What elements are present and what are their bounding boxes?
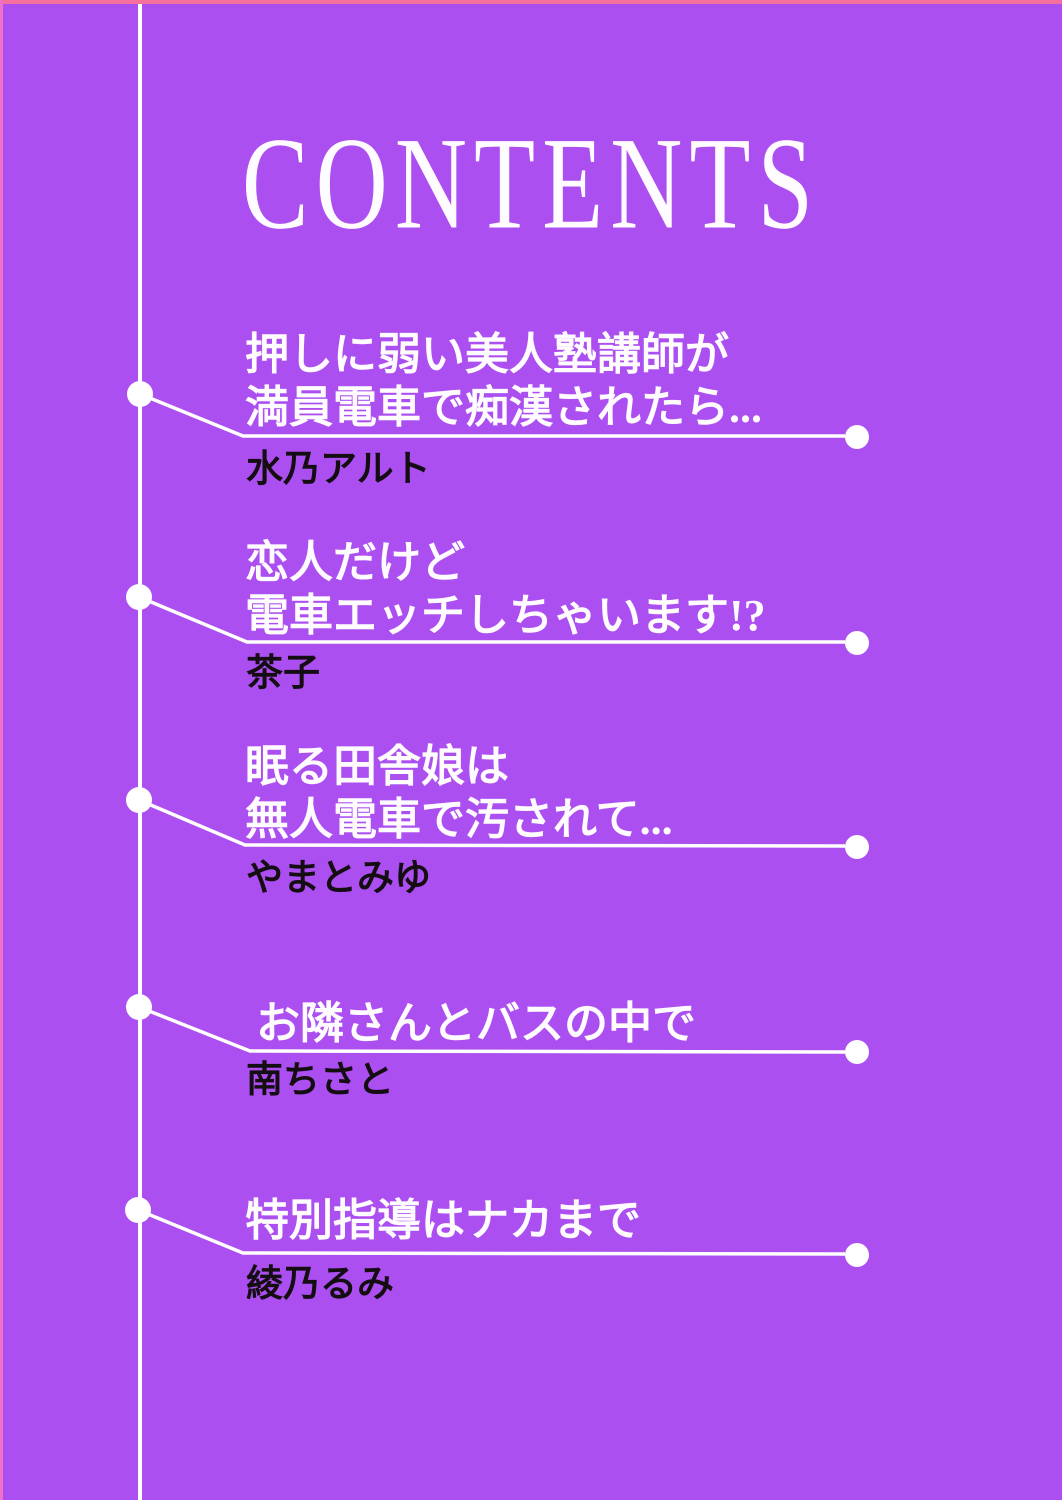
entry-3-connector-line xyxy=(138,798,846,848)
entry-3-title-line-1: 眠る田舎娘は xyxy=(245,742,509,791)
entry-4-connector-line xyxy=(138,1005,846,1054)
entry-5-left-dot xyxy=(125,1197,151,1223)
entry-4-left-dot xyxy=(126,994,152,1020)
entry-2-author: 茶子 xyxy=(246,653,320,694)
entry-4-author: 南ちさと xyxy=(246,1060,394,1101)
entry-1-title-line-2: 満員電車で痴漢されたら... xyxy=(245,383,762,432)
entry-2-connector-line xyxy=(138,595,845,644)
entry-5-right-dot xyxy=(845,1243,869,1267)
entry-1-title-line-1: 押しに弱い美人塾講師が xyxy=(245,330,729,379)
entry-1-left-dot xyxy=(127,381,153,407)
entry-3-title-line-2: 無人電車で汚されて... xyxy=(245,795,673,844)
entry-3-title: 眠る田舎娘は 無人電車で汚されて... xyxy=(245,740,673,846)
entry-1-connector-line xyxy=(139,392,845,438)
page-border-top xyxy=(0,0,1062,4)
page-border-left xyxy=(0,0,3,1500)
entry-3-left-dot xyxy=(126,787,152,813)
page-title: CONTENTS xyxy=(241,110,821,257)
entry-5-title-line-1: 特別指導はナカまで xyxy=(245,1196,641,1245)
entry-2-title: 恋人だけど 電車エッチしちゃいます!? xyxy=(245,536,766,642)
entry-1-right-dot xyxy=(845,425,869,449)
entry-2-left-dot xyxy=(126,584,152,610)
entry-2-title-line-1: 恋人だけど xyxy=(245,538,465,587)
entry-2-right-dot xyxy=(845,631,869,655)
entry-5-author: 綾乃るみ xyxy=(246,1264,394,1305)
entry-4-right-dot xyxy=(845,1040,869,1064)
entry-2-title-line-2: 電車エッチしちゃいます!? xyxy=(245,591,766,640)
entry-5-connector-line xyxy=(137,1208,846,1256)
entry-4-title: お隣さんとバスの中で xyxy=(256,997,696,1050)
entry-3-author: やまとみゆ xyxy=(246,858,431,899)
entry-4-title-line-1: お隣さんとバスの中で xyxy=(256,999,696,1048)
entry-1-title: 押しに弱い美人塾講師が 満員電車で痴漢されたら... xyxy=(245,328,762,434)
entry-3-right-dot xyxy=(845,835,869,859)
entry-5-title: 特別指導はナカまで xyxy=(245,1194,641,1247)
entry-1-author: 水乃アルト xyxy=(246,449,431,490)
